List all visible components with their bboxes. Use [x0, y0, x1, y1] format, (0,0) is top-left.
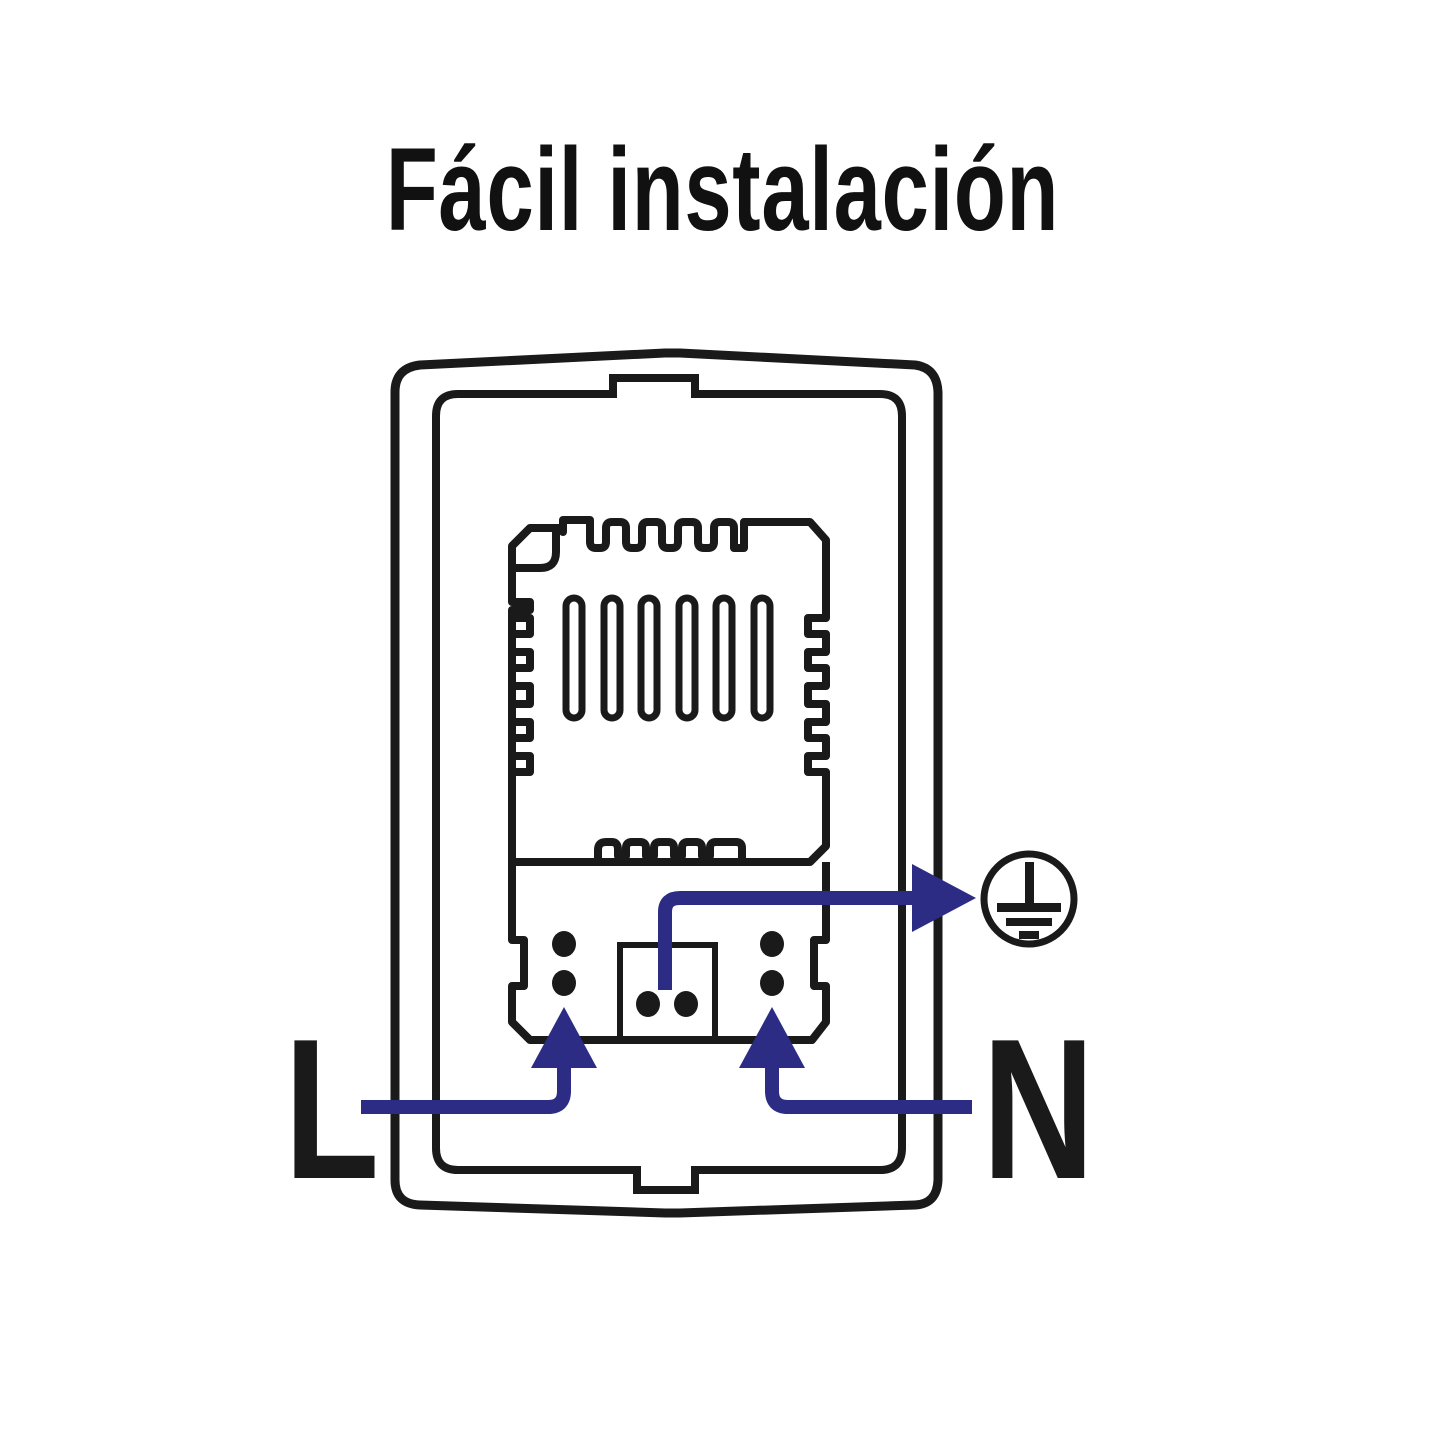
arrow-ground [912, 864, 976, 932]
line-label: L [284, 998, 380, 1221]
arrow-neutral [739, 1007, 805, 1068]
inner-frame [432, 374, 906, 1194]
vent-slots [562, 594, 774, 722]
wire-ground [658, 891, 920, 990]
wire-neutral [765, 1060, 972, 1114]
module-icon [508, 516, 830, 866]
wire-line [361, 1060, 571, 1114]
terminal-screws [552, 931, 784, 1017]
arrow-line [531, 1007, 597, 1068]
outer-plate [390, 348, 943, 1218]
neutral-label: N [982, 998, 1095, 1221]
ground-symbol-icon [980, 850, 1078, 948]
page-title: Fácil instalación [385, 124, 1060, 256]
